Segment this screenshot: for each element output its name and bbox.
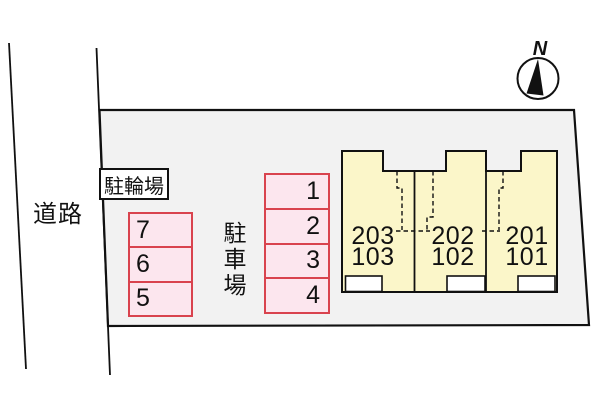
unit-number-lower: 103 (351, 242, 395, 271)
compass-icon (516, 57, 560, 100)
stair-dashed-line (498, 171, 504, 230)
car-parking-label: 駐車場 (220, 221, 246, 299)
unit-label-203-103: 203 103 (328, 222, 418, 271)
parking-space-4: 4 (266, 277, 328, 312)
parking-left-column: 7 6 5 (128, 212, 193, 317)
stair-dashed-line (396, 171, 403, 230)
unit-number-lower: 102 (431, 242, 475, 271)
site-boundary-line (95, 47, 111, 376)
entrance-porch (344, 275, 383, 293)
stair-dashed-line (426, 171, 434, 230)
road-label: 道路 (33, 201, 83, 228)
parking-space-7: 7 (136, 215, 150, 244)
parking-space-2: 2 (266, 207, 328, 243)
parking-space-3: 3 (266, 242, 328, 278)
bicycle-parking-label-text: 駐輪場 (104, 175, 164, 198)
unit-number-upper: 201 (505, 222, 549, 250)
unit-number-upper: 202 (431, 222, 475, 250)
parking-space-6: 6 (130, 246, 191, 280)
parking-middle-column: 1 2 3 4 (264, 173, 330, 314)
unit-number-lower: 101 (505, 242, 549, 271)
compass-north-label: N (532, 38, 548, 60)
parking-space-1: 1 (306, 176, 320, 205)
entrance-porch (446, 275, 486, 293)
unit-label-202-102: 202 102 (408, 222, 498, 271)
bicycle-parking-label: 駐輪場 (99, 168, 169, 200)
road-edge-line (8, 42, 27, 370)
parking-space-5: 5 (130, 280, 191, 315)
unit-number-upper: 203 (351, 222, 395, 250)
entrance-porch (517, 275, 556, 293)
unit-label-201-101: 201 101 (482, 222, 572, 271)
